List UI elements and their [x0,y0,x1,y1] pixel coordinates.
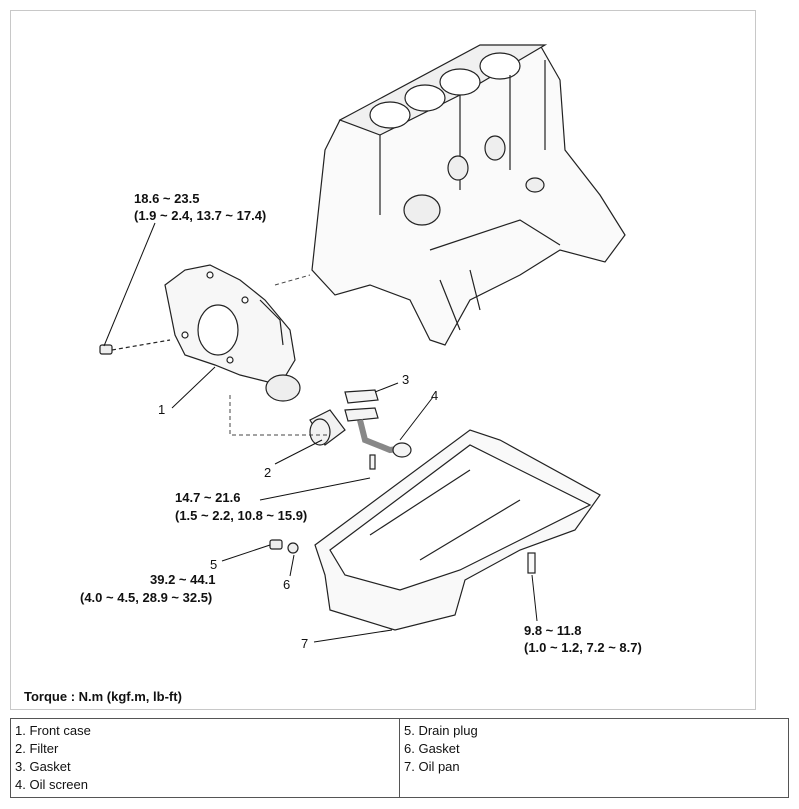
leader-lines [103,222,538,643]
legend-item: 6. Gasket [404,741,460,756]
torque-oil-pan-line1: 9.8 ~ 11.8 [524,623,581,638]
assembly-guide-lines [229,274,330,436]
callout-5: 5 [210,557,217,572]
callout-1: 1 [158,402,165,417]
legend-item: 7. Oil pan [404,759,460,774]
oil-screen-illustration [344,389,412,470]
legend-item: 1. Front case [15,723,91,738]
torque-oil-pan-line2: (1.0 ~ 1.2, 7.2 ~ 8.7) [524,640,642,655]
front-case-bolt-illustration [99,339,171,355]
legend-item: 2. Filter [15,741,59,756]
legend-item: 4. Oil screen [15,777,88,792]
callout-7: 7 [301,636,308,651]
drain-plug-illustration [269,539,299,554]
front-case-illustration [164,264,301,402]
torque-front-case-line1: 18.6 ~ 23.5 [134,191,199,206]
torque-drain-plug-line2: (4.0 ~ 4.5, 28.9 ~ 32.5) [80,590,212,605]
legend-item: 3. Gasket [15,759,71,774]
legend-right-column: 5. Drain plug 6. Gasket 7. Oil pan [399,718,789,798]
engine-block-illustration [311,44,626,346]
callout-3: 3 [402,372,409,387]
filter-illustration [309,409,346,446]
oil-pan-illustration [314,429,601,631]
figure-frame [10,10,756,710]
callout-4: 4 [431,388,438,403]
legend-left-column: 1. Front case 2. Filter 3. Gasket 4. Oil… [10,718,400,798]
torque-drain-plug-line1: 39.2 ~ 44.1 [150,572,215,587]
parts-legend-table: 1. Front case 2. Filter 3. Gasket 4. Oil… [10,718,789,798]
torque-front-case-line2: (1.9 ~ 2.4, 13.7 ~ 17.4) [134,208,266,223]
legend-item: 5. Drain plug [404,723,478,738]
torque-oil-screen-line2: (1.5 ~ 2.2, 10.8 ~ 15.9) [175,508,307,523]
exploded-view-diagram: 1 2 3 4 5 6 7 18.6 ~ 23.5 (1.9 ~ 2.4, 13… [80,44,642,655]
callout-6: 6 [283,577,290,592]
callout-2: 2 [264,465,271,480]
torque-oil-screen-line1: 14.7 ~ 21.6 [175,490,240,505]
torque-units-note: Torque : N.m (kgf.m, lb-ft) [24,689,182,704]
